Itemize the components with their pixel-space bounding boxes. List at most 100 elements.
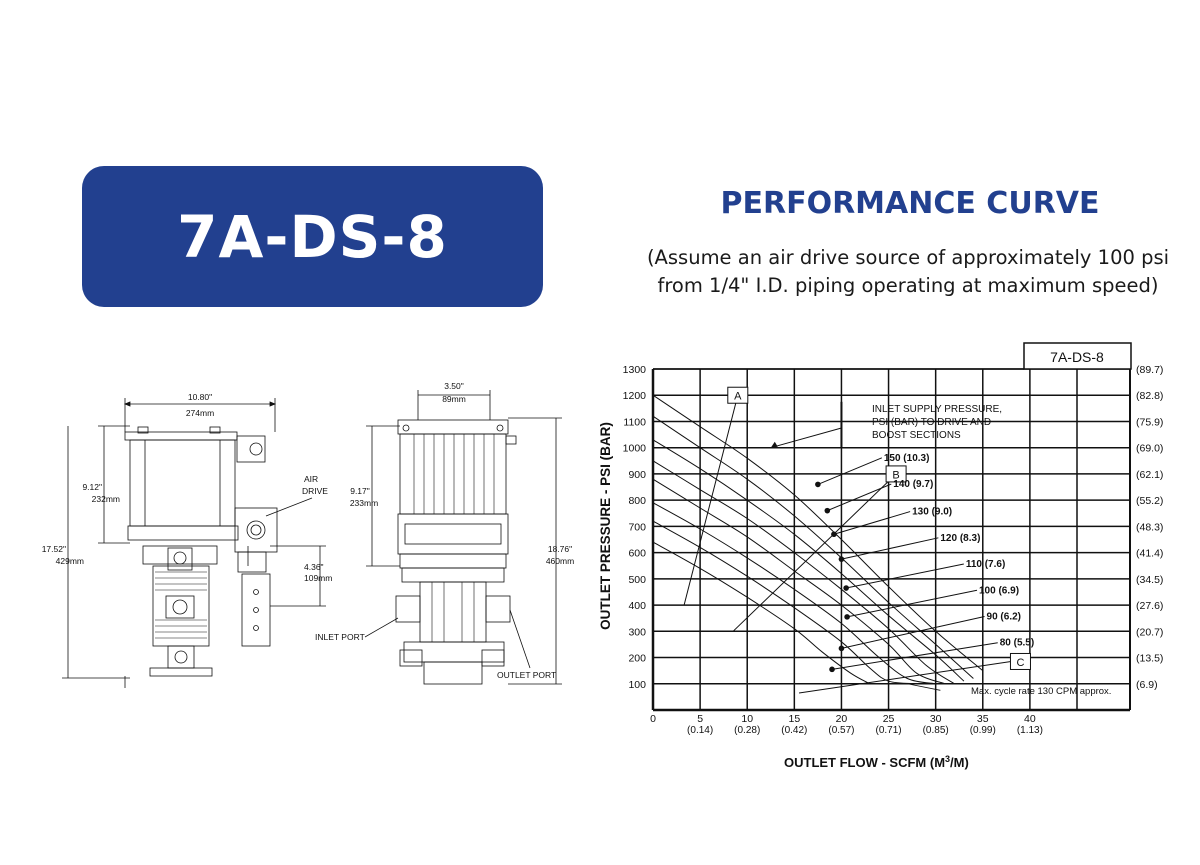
- y-axis-title: OUTLET PRESSURE - PSI (BAR): [598, 422, 613, 630]
- y-tick-label: 500: [628, 574, 646, 586]
- annotation-line3: BOOST SECTIONS: [872, 430, 961, 441]
- x-tick-label: 35: [977, 713, 989, 725]
- performance-note: (Assume an air drive source of approxima…: [618, 244, 1198, 300]
- curve-label: 140 (9.7): [893, 479, 933, 490]
- y-tick-label: 1200: [623, 390, 647, 402]
- x-tick-sublabel: (0.85): [923, 725, 949, 736]
- y-tick-label: 600: [628, 548, 646, 560]
- curve-label-dot: [824, 507, 831, 514]
- curve-140: [652, 415, 974, 679]
- side-width-in: 3.50": [444, 381, 464, 391]
- x-tick-label: 40: [1024, 713, 1036, 725]
- curve-label: 100 (6.9): [979, 585, 1019, 596]
- supply-pressure-annotation: INLET SUPPLY PRESSURE, PSI (BAR) TO DRIV…: [872, 404, 1002, 441]
- y-tick-label: 300: [628, 626, 646, 638]
- curve-label: 110 (7.6): [966, 559, 1005, 570]
- model-title: 7A-DS-8: [177, 202, 448, 271]
- curve-110: [652, 478, 946, 685]
- front-width-mm: 274mm: [186, 408, 214, 418]
- chart-model-box: [1023, 342, 1132, 370]
- curve-120: [652, 460, 955, 685]
- side-total-in: 18.76": [548, 544, 572, 554]
- curve-label-leader: [833, 511, 911, 535]
- chart-reference-lines: [683, 395, 1012, 694]
- x-tick-label: 15: [788, 713, 800, 725]
- x-axis-title-end: /M): [950, 755, 969, 770]
- x-tick-label: 10: [741, 713, 753, 725]
- side-width-mm: 89mm: [442, 394, 466, 404]
- curve-150: [652, 394, 984, 672]
- curve-label-dot: [829, 666, 835, 673]
- front-port-mm: 109mm: [304, 573, 332, 583]
- marker-c-box: [1009, 652, 1031, 670]
- x-tick-label: 25: [883, 713, 895, 725]
- curve-label: 90 (6.2): [987, 612, 1021, 623]
- x-tick-label: 0: [650, 713, 656, 725]
- curve-label-dot: [844, 614, 850, 620]
- curve-label-leader: [841, 537, 939, 560]
- curve-label: 80 (5.5): [1000, 638, 1034, 649]
- y-right-tick-label: (41.4): [1136, 548, 1163, 560]
- y-tick-label: 700: [628, 521, 646, 533]
- curve-label: 130 (9.0): [912, 507, 952, 518]
- chart-ticks: 100(6.9)200(13.5)300(20.7)400(27.6)500(3…: [623, 364, 1164, 736]
- front-port-in: 4.36": [304, 562, 324, 572]
- side-view-drawing: 3.50" 89mm 9.17" 233mm 18.76" 460mm: [350, 381, 574, 685]
- y-right-tick-label: (89.7): [1136, 364, 1163, 376]
- y-right-tick-label: (27.6): [1136, 600, 1163, 612]
- y-tick-label: 200: [628, 653, 646, 665]
- side-upper-mm: 233mm: [350, 498, 378, 508]
- model-title-banner: 7A-DS-8: [82, 166, 543, 307]
- chart-model-label: 7A-DS-8: [1050, 349, 1104, 365]
- annotation-line2: PSI (BAR) TO DRIVE AND: [872, 417, 991, 428]
- x-tick-sublabel: (0.14): [687, 725, 713, 736]
- curve-80: [652, 541, 870, 685]
- x-tick-sublabel: (0.99): [970, 725, 996, 736]
- y-tick-label: 1100: [623, 416, 646, 428]
- x-tick-sublabel: (0.28): [734, 725, 760, 736]
- x-tick-sublabel: (0.71): [875, 725, 901, 736]
- y-right-tick-label: (13.5): [1136, 653, 1163, 665]
- inlet-port-label: INLET PORT: [315, 632, 365, 642]
- reference-line-c: [798, 660, 1012, 694]
- x-tick-sublabel: (1.13): [1017, 725, 1043, 736]
- curve-label-leader: [827, 483, 892, 512]
- y-right-tick-label: (82.8): [1136, 390, 1163, 402]
- marker-a-box: [727, 386, 749, 404]
- max-cycle-note: Max. cycle rate 130 CPM approx.: [971, 686, 1111, 697]
- curve-label-leader: [846, 589, 978, 618]
- x-axis-title-sup: 3: [945, 754, 950, 764]
- marker-b-box: [885, 465, 907, 483]
- y-tick-label: 1300: [623, 364, 647, 376]
- reference-line-a: [683, 395, 739, 606]
- performance-heading: PERFORMANCE CURVE: [720, 186, 1100, 221]
- marker-a: A: [734, 391, 742, 403]
- curve-label-dot: [815, 481, 821, 488]
- curve-label-leader: [831, 642, 998, 670]
- air-drive-label-1: AIR: [304, 474, 318, 484]
- y-right-tick-label: (75.9): [1136, 416, 1163, 428]
- y-right-tick-label: (69.0): [1136, 443, 1163, 455]
- reference-line-b: [732, 473, 897, 632]
- curve-label-leader: [817, 457, 883, 485]
- y-tick-label: 900: [628, 469, 646, 481]
- y-right-tick-label: (34.5): [1136, 574, 1163, 586]
- performance-note-line2: from 1/4" I.D. piping operating at maxim…: [657, 274, 1159, 297]
- annotation-leader: [770, 427, 842, 449]
- curve-label-dot: [838, 645, 845, 652]
- x-tick-label: 30: [930, 713, 942, 725]
- curve-label-dot: [838, 556, 845, 562]
- curve-label-dot: [843, 585, 849, 591]
- y-tick-label: 800: [628, 495, 646, 507]
- front-total-mm: 429mm: [56, 556, 84, 566]
- curve-label: 120 (8.3): [940, 533, 980, 544]
- curve-label: 150 (10.3): [884, 453, 930, 464]
- curve-130: [652, 439, 965, 682]
- max-cycle-leader: [907, 683, 941, 691]
- y-tick-label: 1000: [623, 443, 647, 455]
- annotation-arrowhead: [770, 441, 778, 448]
- front-total-in: 17.52": [42, 544, 66, 554]
